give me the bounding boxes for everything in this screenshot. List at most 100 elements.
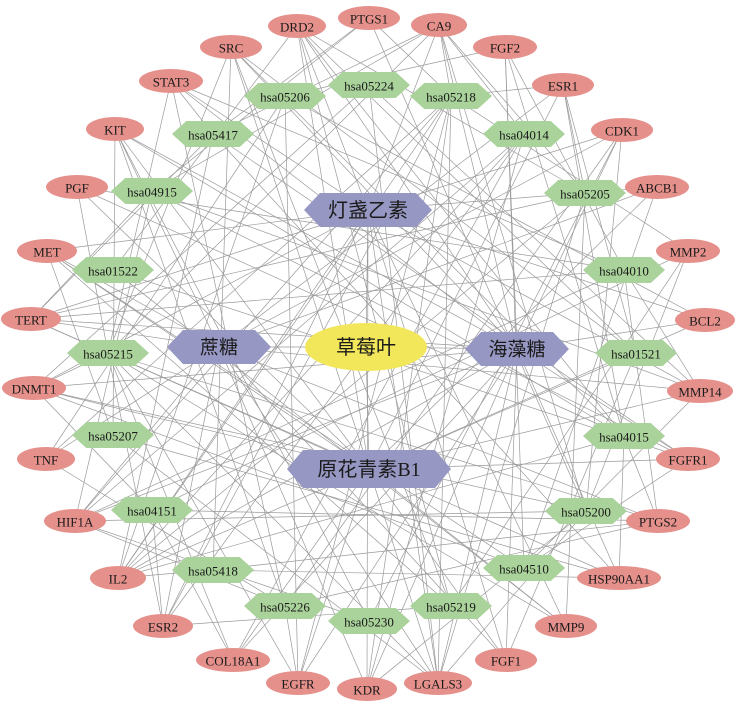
pathway-hexagon xyxy=(244,593,326,619)
target-node-mmp9: MMP9 xyxy=(535,614,597,638)
edge-compound-target xyxy=(368,186,658,470)
compound-label: 原花青素B1 xyxy=(317,458,420,481)
pathway-label: hsa04010 xyxy=(599,264,649,279)
target-node-lgals3: LGALS3 xyxy=(404,671,472,695)
edge-compound-target xyxy=(30,318,518,350)
edge-pathway-target xyxy=(151,509,164,627)
pathway-node-hsa05206: hsa05206 xyxy=(244,83,326,109)
pathway-label: hsa05417 xyxy=(188,128,238,143)
target-ellipse xyxy=(656,239,720,263)
edge-pathway-target xyxy=(212,133,689,460)
edge-pathway-target xyxy=(438,24,525,135)
pathway-label: hsa05215 xyxy=(83,347,133,362)
pathway-label: hsa01521 xyxy=(611,347,661,362)
compound-node: 海藻糖 xyxy=(465,332,569,366)
compound-hexagon xyxy=(287,450,451,488)
edge-pathway-target xyxy=(212,520,659,571)
pathway-label: hsa04014 xyxy=(499,128,549,143)
edge-pathway-target xyxy=(284,46,506,97)
pathway-label: hsa04151 xyxy=(127,504,177,519)
edge-pathway-target xyxy=(368,129,623,622)
edge-pathway-target xyxy=(114,128,286,607)
target-ellipse xyxy=(266,671,330,695)
edge-pathway-target xyxy=(107,352,659,522)
edge-pathway-target xyxy=(170,80,625,271)
target-ellipse xyxy=(656,447,720,471)
edge-pathway-target xyxy=(74,269,625,522)
pathway-hexagon xyxy=(172,121,254,147)
pathway-hexagon xyxy=(172,557,254,583)
target-label: PGF xyxy=(65,181,89,196)
target-node-ptgs2: PTGS2 xyxy=(626,509,690,533)
pathway-node-hsa05218: hsa05218 xyxy=(410,83,492,109)
pathway-hexagon xyxy=(67,340,149,366)
edge-pathway-target xyxy=(76,186,625,437)
pathway-node-hsa04015: hsa04015 xyxy=(583,423,665,449)
herb-label: 草莓叶 xyxy=(336,336,396,359)
target-label: KDR xyxy=(353,683,381,698)
pathway-label: hsa05218 xyxy=(426,90,476,105)
target-node-abcb1: ABCB1 xyxy=(625,175,689,199)
pathway-node-hsa05200: hsa05200 xyxy=(545,498,627,524)
pathway-node-hsa05219: hsa05219 xyxy=(410,593,492,619)
target-node-il2: IL2 xyxy=(90,566,146,590)
target-node-stat3: STAT3 xyxy=(139,69,203,93)
edge-pathway-target xyxy=(107,352,567,627)
target-ellipse xyxy=(90,566,146,590)
edge-pathway-target xyxy=(438,24,586,194)
target-node-pgf: PGF xyxy=(46,175,108,199)
edge-pathway-target xyxy=(114,128,625,437)
pathway-label: hsa05224 xyxy=(344,79,394,94)
target-ellipse xyxy=(411,13,467,37)
compound-node: 灯盏乙素 xyxy=(304,193,432,227)
target-ellipse xyxy=(532,73,594,97)
edge-pathway-target xyxy=(623,435,659,522)
edge-pathway-target xyxy=(45,95,286,460)
edge-compound-target xyxy=(296,25,518,350)
target-ellipse xyxy=(200,35,262,59)
pathway-label: hsa04915 xyxy=(127,185,177,200)
edge-pathway-target xyxy=(450,250,689,607)
target-label: CDK1 xyxy=(605,124,639,139)
pathway-node-hsa01521: hsa01521 xyxy=(595,340,677,366)
target-node-tert: TERT xyxy=(1,307,61,331)
edge-compound-target xyxy=(297,468,370,684)
target-node-hsp90aa1: HSP90AA1 xyxy=(577,566,661,590)
target-node-fgfr1: FGFR1 xyxy=(656,447,720,471)
pathway-node-hsa01522: hsa01522 xyxy=(72,257,154,283)
pathway-node-hsa04014: hsa04014 xyxy=(483,121,565,147)
edge-pathway-target xyxy=(107,352,299,684)
target-label: COL18A1 xyxy=(206,654,261,669)
pathway-node-hsa05230: hsa05230 xyxy=(328,608,410,634)
target-label: PTGS1 xyxy=(350,12,388,27)
edge-pathway-target xyxy=(112,434,439,684)
edge-pathway-target xyxy=(33,84,370,389)
target-node-hif1a: HIF1A xyxy=(44,509,106,533)
target-label: TNF xyxy=(34,453,59,468)
pathway-label: hsa05230 xyxy=(344,615,394,630)
target-ellipse xyxy=(338,6,400,30)
edge-pathway-target xyxy=(112,25,298,271)
target-ellipse xyxy=(535,614,597,638)
target-node-mmp14: MMP14 xyxy=(667,379,733,403)
pathway-hexagon xyxy=(410,593,492,619)
edge-pathway-target xyxy=(623,269,659,522)
pathway-label: hsa05205 xyxy=(560,187,610,202)
target-label: TERT xyxy=(15,313,47,328)
target-node-fgf1: FGF1 xyxy=(475,648,537,672)
target-node-ptgs1: PTGS1 xyxy=(338,6,400,30)
target-label: HIF1A xyxy=(57,515,94,530)
pathway-node-hsa05215: hsa05215 xyxy=(67,340,149,366)
pathway-label: hsa01522 xyxy=(88,264,138,279)
edge-compound-target xyxy=(366,348,518,690)
target-label: ABCB1 xyxy=(636,181,678,196)
pathway-hexagon xyxy=(544,180,626,206)
edge-pathway-target xyxy=(230,46,625,437)
target-label: KIT xyxy=(104,123,126,138)
target-ellipse xyxy=(2,376,66,400)
edge-pathway-target xyxy=(46,250,525,569)
target-ellipse xyxy=(44,509,106,533)
edge-pathway-target xyxy=(562,84,637,354)
target-label: IL2 xyxy=(109,572,128,587)
